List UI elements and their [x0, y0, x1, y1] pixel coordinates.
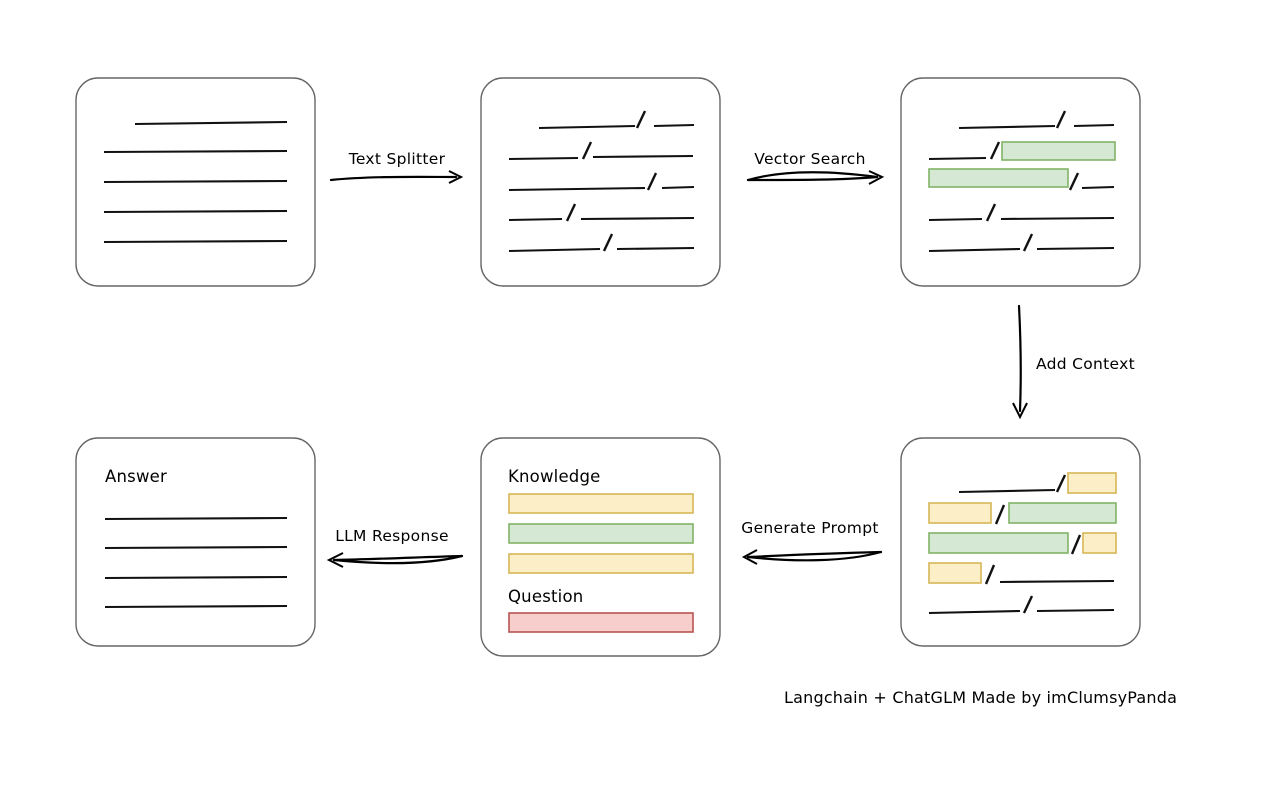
edge-label-generate-prompt: Generate Prompt	[741, 519, 878, 537]
prompt-question-heading: Question	[508, 587, 583, 606]
edge-text-splitter[interactable]: Text Splitter	[329, 150, 464, 184]
knowledge-bar-yellow	[508, 493, 694, 514]
prompt-knowledge-heading: Knowledge	[508, 467, 601, 486]
prompt-box[interactable]	[480, 437, 721, 657]
edge-label-vector-search: Vector Search	[754, 150, 865, 168]
node-source-document[interactable]	[75, 77, 316, 287]
chip-green	[928, 532, 1069, 554]
chip-yellow	[1067, 472, 1117, 494]
answer-lines	[104, 516, 288, 609]
prompt-knowledge-bars	[508, 493, 694, 574]
edge-label-llm-response: LLM Response	[335, 527, 449, 545]
answer-box[interactable]	[75, 437, 316, 647]
chip-yellow	[928, 502, 992, 524]
edge-label-text-splitter: Text Splitter	[348, 150, 446, 168]
edge-vector-search[interactable]: Vector Search	[746, 150, 885, 185]
split-chunks-box[interactable]	[480, 77, 721, 287]
edge-generate-prompt[interactable]: Generate Prompt	[741, 519, 883, 565]
question-bar-red	[508, 612, 694, 633]
node-matched-chunks[interactable]	[900, 77, 1141, 287]
chip-yellow	[1082, 532, 1117, 554]
chip-yellow	[928, 562, 982, 584]
edge-label-add-context: Add Context	[1036, 355, 1135, 373]
footer-credit: Langchain + ChatGLM Made by imClumsyPand…	[784, 688, 1177, 707]
node-context-chunks[interactable]	[900, 437, 1141, 647]
chip-green	[1001, 141, 1116, 161]
answer-heading: Answer	[105, 467, 167, 486]
edge-llm-response[interactable]: LLM Response	[326, 527, 464, 568]
node-split-chunks[interactable]	[480, 77, 721, 287]
split-chunks-lines	[508, 110, 695, 253]
knowledge-bar-yellow	[508, 553, 694, 574]
prompt-question-bars	[508, 612, 694, 633]
matched-chunks-lines	[928, 110, 1116, 253]
chip-green	[1008, 502, 1117, 524]
source-document-lines	[103, 120, 288, 244]
node-prompt[interactable]: Knowledge Question	[480, 437, 721, 657]
edge-add-context[interactable]: Add Context	[1012, 304, 1135, 420]
context-chunks-lines	[928, 472, 1117, 615]
node-answer[interactable]: Answer	[75, 437, 316, 647]
chip-green	[928, 168, 1069, 188]
knowledge-bar-green	[508, 523, 694, 544]
